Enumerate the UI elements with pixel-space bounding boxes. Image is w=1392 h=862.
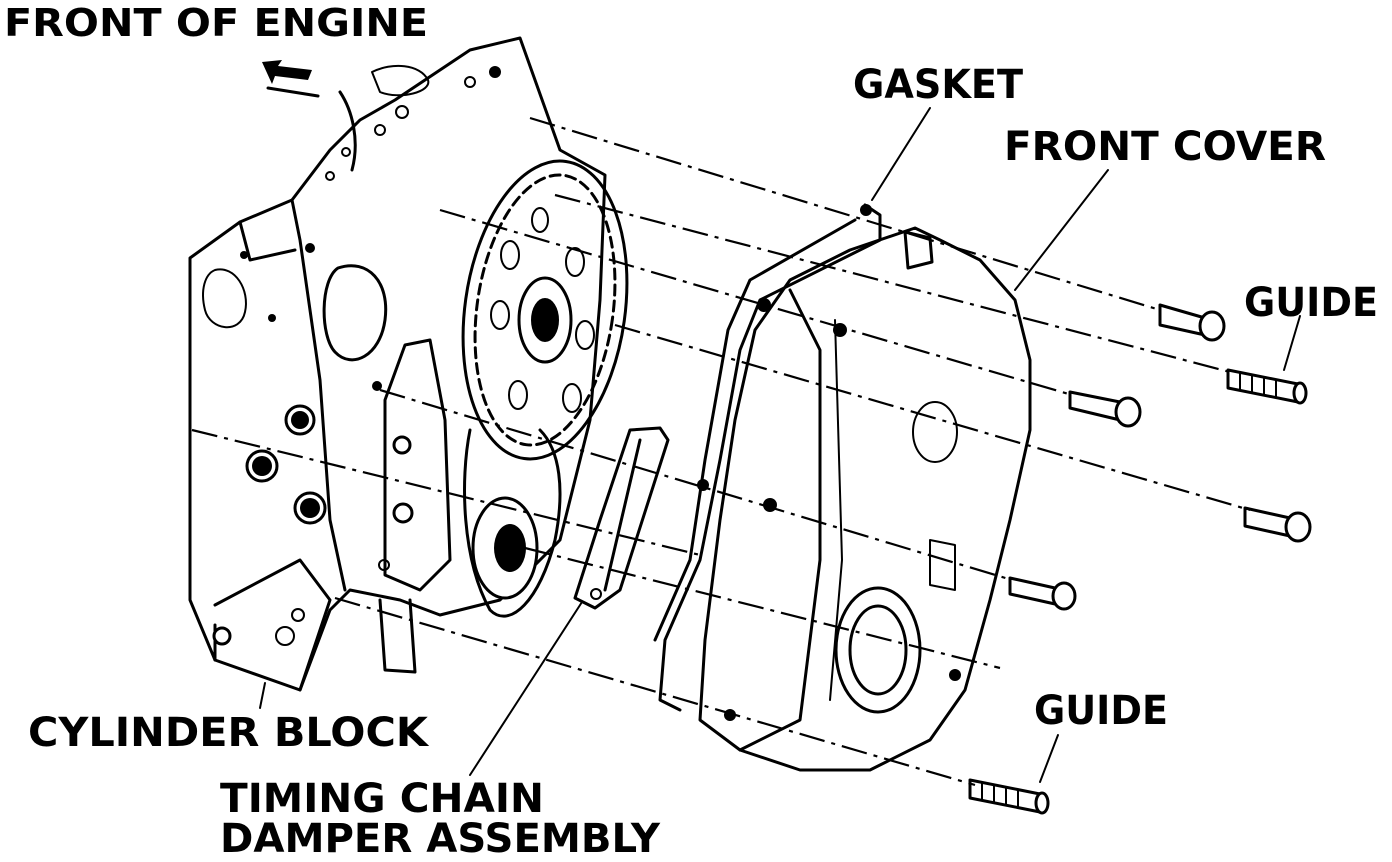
timing-sprockets-and-chain	[378, 159, 629, 618]
gasket-part	[653, 203, 882, 712]
label-guide-bottom: GUIDE	[1034, 688, 1168, 734]
bolts-and-guides	[968, 303, 1312, 815]
leader-lines	[259, 107, 1301, 783]
guide-pin-bottom	[968, 778, 1050, 815]
label-front-of-engine: FRONT OF ENGINE	[4, 1, 428, 45]
label-gasket: GASKET	[853, 62, 1024, 108]
label-damper-line1: TIMING CHAIN	[220, 776, 544, 822]
bolt-3	[1243, 506, 1312, 543]
callout-labels: FRONT OF ENGINE GASKET FRONT COVER GUIDE…	[4, 1, 1378, 862]
bolt-1	[1158, 303, 1226, 342]
guide-pin-top	[1226, 368, 1308, 405]
label-cylinder-block: CYLINDER BLOCK	[28, 710, 430, 756]
label-guide-top: GUIDE	[1244, 280, 1378, 326]
assembly-center-lines	[191, 116, 1251, 787]
label-front-cover: FRONT COVER	[1004, 124, 1326, 170]
cylinder-block	[188, 36, 607, 692]
timing-chain-damper-part	[573, 426, 670, 610]
bolt-4	[1008, 576, 1077, 611]
front-cover-part	[698, 226, 1032, 772]
front-of-engine-arrow-icon	[262, 60, 320, 98]
bolt-2	[1068, 390, 1142, 428]
label-damper-line2: DAMPER ASSEMBLY	[220, 816, 661, 858]
